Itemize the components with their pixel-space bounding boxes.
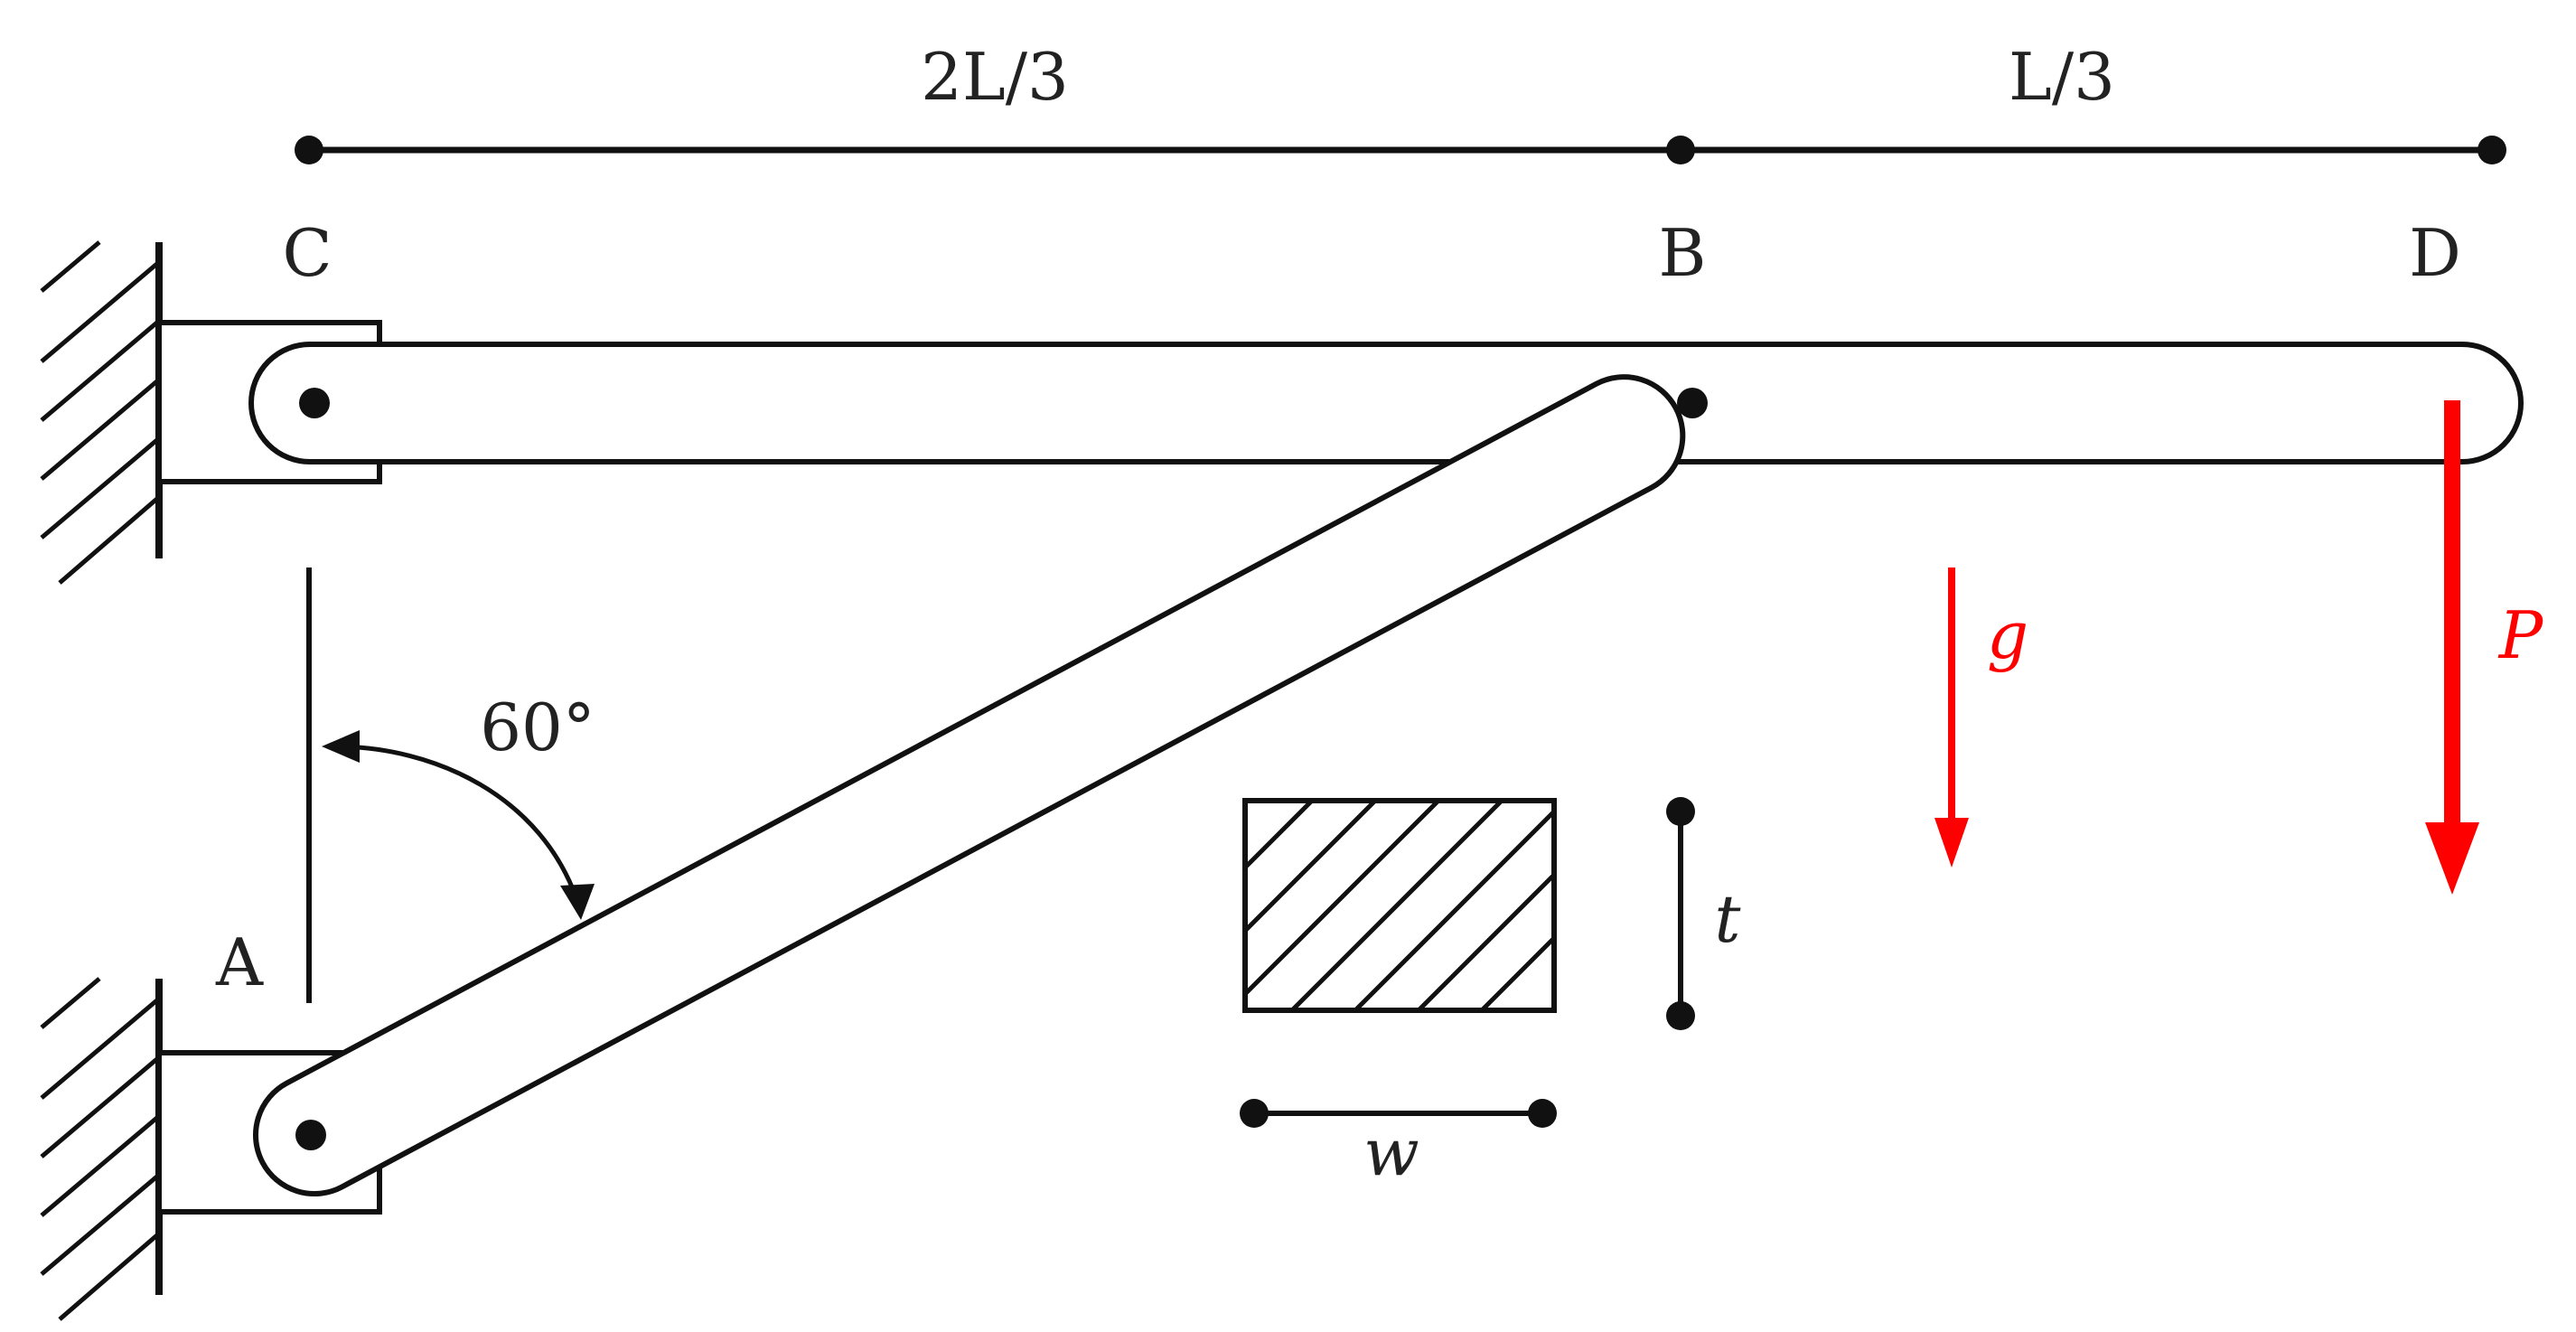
cross-section-rectangle [1242,798,1557,1013]
beam-cd [248,342,2524,464]
angle-arrowhead-right [560,884,595,920]
pin-b [1677,388,1708,418]
thickness-dimension [1666,797,1695,1030]
point-label-a: A [215,924,264,1000]
gravity-label: g [1987,597,2028,673]
dimension-label-right: L/3 [2009,39,2115,115]
width-label: w [1363,1114,1419,1190]
angle-label: 60° [480,689,595,765]
point-label-d: D [2409,215,2461,291]
width-dimension [1240,1099,1557,1128]
angle-arc [333,744,581,905]
gravity-arrow [1934,568,1969,868]
pin-c [299,388,330,418]
wall-support-a [40,977,163,1321]
pin-a [295,1120,326,1150]
thickness-label: t [1715,881,1742,957]
load-arrow-p [2425,400,2479,895]
point-label-b: B [1659,215,1707,291]
member-ab [252,374,1686,1196]
wall-support-c [40,240,163,585]
dimension-label-left: 2L/3 [921,39,1069,115]
point-label-c: C [282,215,332,291]
dimension-line [295,136,2506,164]
angle-arrowhead-left [322,730,360,763]
load-label: P [2497,597,2544,673]
